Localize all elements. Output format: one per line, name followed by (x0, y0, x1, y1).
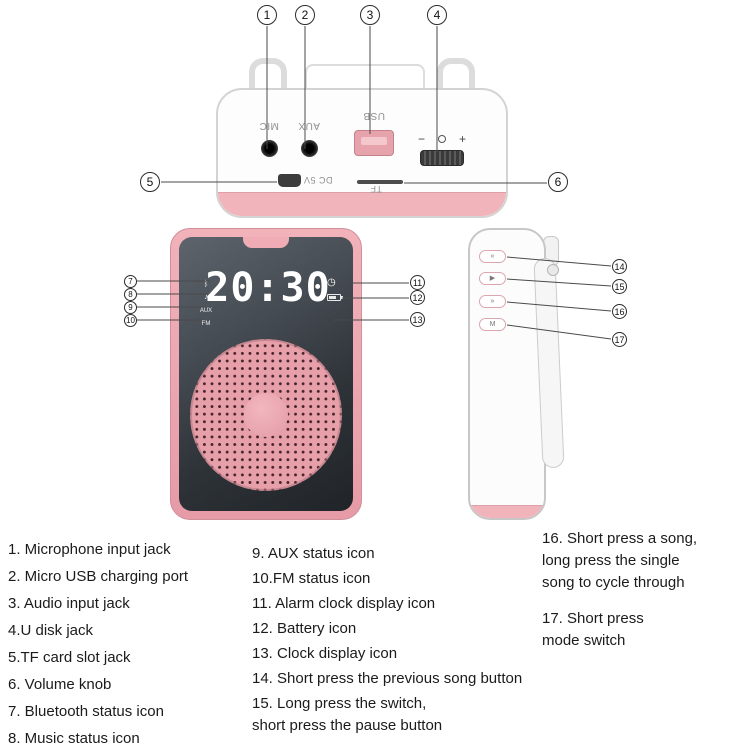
micro-usb-charging-port (278, 174, 301, 187)
battery-icon (327, 294, 343, 301)
callout-number-5: 5 (140, 172, 160, 192)
callout-number-6: 6 (548, 172, 568, 192)
callout-number-8: 8 (124, 288, 137, 301)
alarm-clock-icon: ◷ (327, 277, 336, 288)
mode-switch-button: M (479, 318, 506, 331)
legend-item-16: 16. Short press a song, long press the s… (542, 530, 698, 591)
legend-item-9: 9. AUX status icon (252, 545, 375, 562)
legend-item-10: 10.FM status icon (252, 570, 371, 587)
legend-column-2: 9. AUX status icon 10.FM status icon 11.… (252, 543, 552, 740)
music-status-icon: ♪ (204, 292, 208, 301)
callout-number-4: 4 (427, 5, 447, 25)
tf-label: TF (370, 184, 382, 194)
side-pink-edge (470, 505, 544, 518)
callout-number-1: 1 (257, 5, 277, 25)
legend-item-1: 1. Microphone input jack (8, 541, 171, 558)
legend-column-1: 1. Microphone input jack 2. Micro USB ch… (8, 540, 248, 750)
volume-markings: − + (418, 132, 466, 146)
device-top-view: MIC AUX USB − + DC 5V TF (216, 88, 508, 218)
callout-number-16: 16 (612, 304, 627, 319)
mirror-display: 20:30 ᛒ ♪ AUX FM ◷ (179, 237, 353, 511)
display-notch (243, 237, 289, 248)
legend-item-3: 3. Audio input jack (8, 595, 130, 612)
audio-input-jack (301, 140, 318, 157)
volume-minus-label: − (418, 132, 426, 146)
callout-number-11: 11 (410, 275, 425, 290)
callout-number-9: 9 (124, 301, 137, 314)
power-pause-button: ▶ (479, 272, 506, 285)
device-front-view: 20:30 ᛒ ♪ AUX FM ◷ (170, 228, 362, 520)
callout-number-7: 7 (124, 275, 137, 288)
speaker-grille (190, 339, 342, 491)
legend-item-7: 7. Bluetooth status icon (8, 703, 164, 720)
tf-card-slot (357, 180, 403, 184)
legend-column-3: 16. Short press a song, long press the s… (542, 528, 747, 666)
legend-item-15: 15. Long press the switch, short press t… (252, 695, 443, 734)
previous-song-button: « (479, 250, 506, 263)
callout-number-14: 14 (612, 259, 627, 274)
top-pink-edge (218, 192, 506, 216)
clip-pivot-screw-icon (547, 264, 559, 276)
volume-knob (420, 150, 464, 166)
fm-status-icon: FM (201, 321, 211, 327)
legend-item-11: 11. Alarm clock display icon (252, 595, 436, 612)
callout-number-13: 13 (410, 312, 425, 327)
usb-tongue (361, 137, 387, 145)
aux-label: AUX (297, 120, 321, 131)
legend-item-12: 12. Battery icon (252, 620, 357, 637)
aux-status-icon: AUX (199, 308, 213, 314)
volume-plus-label: + (458, 132, 466, 146)
mic-label: MIC (259, 120, 279, 131)
callout-number-17: 17 (612, 332, 627, 347)
usb-label: USB (362, 110, 386, 121)
volume-ring-icon (438, 135, 446, 143)
u-disk-jack (354, 130, 394, 156)
callout-number-15: 15 (612, 279, 627, 294)
callout-number-10: 10 (124, 314, 137, 327)
bluetooth-status-icon: ᛒ (203, 279, 209, 288)
callout-number-3: 3 (360, 5, 380, 25)
legend-item-6: 6. Volume knob (8, 676, 112, 693)
callout-number-12: 12 (410, 290, 425, 305)
dc-5v-label: DC 5V (303, 175, 333, 185)
legend-item-17: 17. Short press mode switch (542, 610, 644, 649)
legend-item-4: 4.U disk jack (8, 622, 94, 639)
legend-item-8: 8. Music status icon (8, 730, 140, 747)
speaker-center-cap (244, 393, 288, 437)
legend-item-13: 13. Clock display icon (252, 645, 398, 662)
microphone-input-jack (261, 140, 278, 157)
legend-item-5: 5.TF card slot jack (8, 649, 131, 666)
clock-display: 20:30 (205, 265, 331, 311)
legend-item-14: 14. Short press the previous song button (252, 670, 523, 687)
callout-number-2: 2 (295, 5, 315, 25)
next-song-button: » (479, 295, 506, 308)
legend-item-2: 2. Micro USB charging port (8, 568, 189, 585)
